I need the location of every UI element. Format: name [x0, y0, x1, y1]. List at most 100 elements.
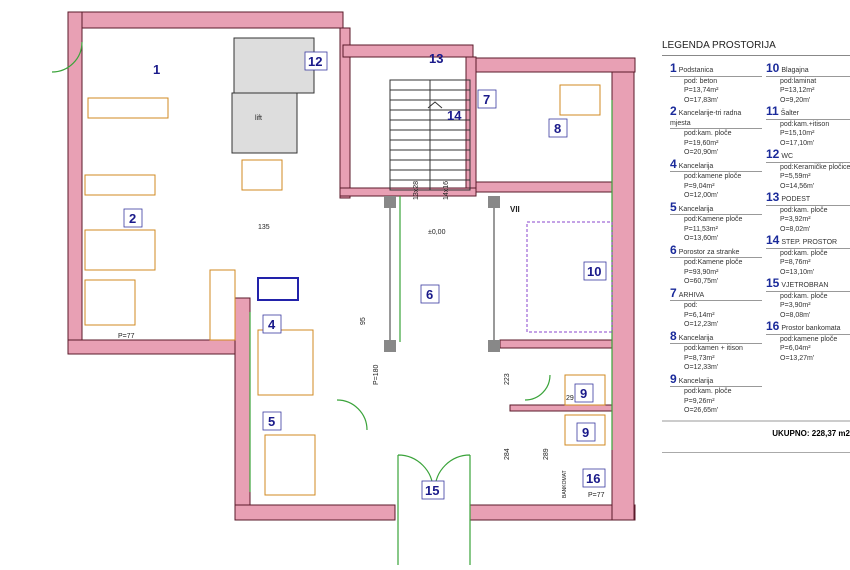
- room-8: 8: [554, 121, 561, 136]
- room-4: 4: [268, 317, 276, 332]
- area: P=6,04m²: [780, 345, 811, 352]
- perimeter: O=17,83m': [684, 96, 719, 104]
- walls: [67, 11, 636, 521]
- perimeter: O=13,27m': [780, 354, 815, 362]
- room-number: 4: [670, 156, 677, 171]
- dimension-284: 284: [504, 448, 511, 460]
- room-name: Kancelarija: [678, 162, 714, 170]
- perimeter: O=8,02m': [780, 225, 811, 233]
- floor-type: pod:kam. ploče: [684, 130, 732, 137]
- perimeter: O=8,08m': [780, 311, 811, 319]
- room-name: ARHIVA: [678, 291, 705, 299]
- doors-glazing: [51, 41, 613, 565]
- perimeter: O=13,10m': [780, 268, 815, 276]
- perimeter: O=13,60m': [684, 235, 719, 242]
- area: P=19,60m²: [684, 139, 719, 147]
- stairs: [389, 79, 471, 191]
- area: P=93,90m²: [684, 268, 719, 276]
- room-name: Blagajna: [781, 67, 809, 74]
- room-9b: 9: [582, 425, 589, 440]
- perimeter: O=60,75m': [684, 278, 719, 285]
- floor-type: pod: beton: [684, 77, 718, 85]
- room-name: Kancelarija: [678, 334, 714, 342]
- perimeter: O=20,90m': [684, 149, 719, 156]
- room-number: 11: [766, 104, 779, 118]
- area: P=9,04m²: [684, 182, 715, 190]
- area: P=3,92m²: [780, 216, 811, 223]
- area: P=11,53m²: [684, 225, 718, 233]
- room-10: 10: [587, 264, 601, 279]
- area: P=3,90m²: [780, 302, 811, 309]
- area: P=13,12m²: [780, 87, 815, 94]
- floor-type: pod:kamene ploče: [780, 335, 838, 343]
- room-number: 15: [766, 276, 780, 290]
- floor-type: pod:Kamene ploče: [684, 259, 743, 266]
- floor-type: pod:laminat: [780, 77, 817, 85]
- room-5: 5: [268, 414, 275, 429]
- room-14: 14: [447, 108, 462, 123]
- floor-level: ±0,00: [428, 229, 446, 236]
- perimeter: O=12,00m': [684, 192, 719, 199]
- total-area: UKUPNO: 228,37 m2: [662, 420, 850, 453]
- dimensions: 135 95 P=180 223 284 289 29 ±0,00 lift P…: [118, 115, 605, 499]
- room-name: Prostor bankomata: [781, 325, 841, 332]
- floor-type: pod:kam. ploče: [684, 388, 732, 395]
- room-name: Kancelarije-tri radna mjesta: [670, 110, 742, 127]
- area: P=6,14m²: [684, 311, 715, 319]
- room-name: STEP. PROSTOR: [781, 239, 838, 246]
- room-1: 1: [153, 62, 160, 77]
- room-number: 6: [670, 242, 677, 257]
- room-16: 16: [586, 471, 600, 486]
- room-name: Porostor za stranke: [678, 248, 740, 256]
- floor-type: pod:kamen + itison: [684, 345, 743, 352]
- room-name: Podstanica: [678, 67, 714, 74]
- room-number: 7: [670, 285, 677, 300]
- room-number: 16: [766, 319, 780, 333]
- perimeter: O=17,10m': [780, 139, 815, 147]
- perimeter: O=9,20m': [780, 96, 811, 104]
- room-12: 12: [308, 54, 322, 69]
- perimeter: O=12,23m': [684, 321, 719, 328]
- room-name: WC: [781, 153, 794, 160]
- floor-type: pod:: [684, 302, 698, 309]
- room-number: 14: [766, 233, 780, 247]
- dimension-29: 29: [566, 395, 574, 402]
- area: P=5,59m²: [780, 173, 811, 180]
- room-6: 6: [426, 287, 433, 302]
- perimeter: O=12,33m': [684, 364, 719, 371]
- window-p77-right: P=77: [588, 492, 605, 499]
- perimeter: O=26,65m': [684, 407, 719, 414]
- room-number: 9: [670, 371, 677, 386]
- floor-type: pod:kam.+itison: [780, 120, 830, 128]
- room-7: 7: [483, 92, 490, 107]
- room-number: 10: [766, 61, 780, 75]
- lift-label: lift: [255, 115, 262, 122]
- dimension-135: 135: [258, 224, 270, 231]
- room-labels: 1 2 4 5 6 7 8 9 9 10 12 13 14 15 16: [123, 51, 607, 500]
- dimension-180: P=180: [373, 364, 380, 385]
- area: P=8,73m²: [684, 354, 715, 362]
- room-number: 5: [670, 199, 677, 214]
- room-number: 8: [670, 328, 677, 343]
- room-2: 2: [129, 211, 136, 226]
- stair-dim-2: 14x16: [443, 181, 450, 200]
- room-number: 1: [670, 61, 677, 75]
- area: P=8,76m²: [780, 259, 811, 266]
- bankomat-label: BANKOMAT: [562, 470, 568, 498]
